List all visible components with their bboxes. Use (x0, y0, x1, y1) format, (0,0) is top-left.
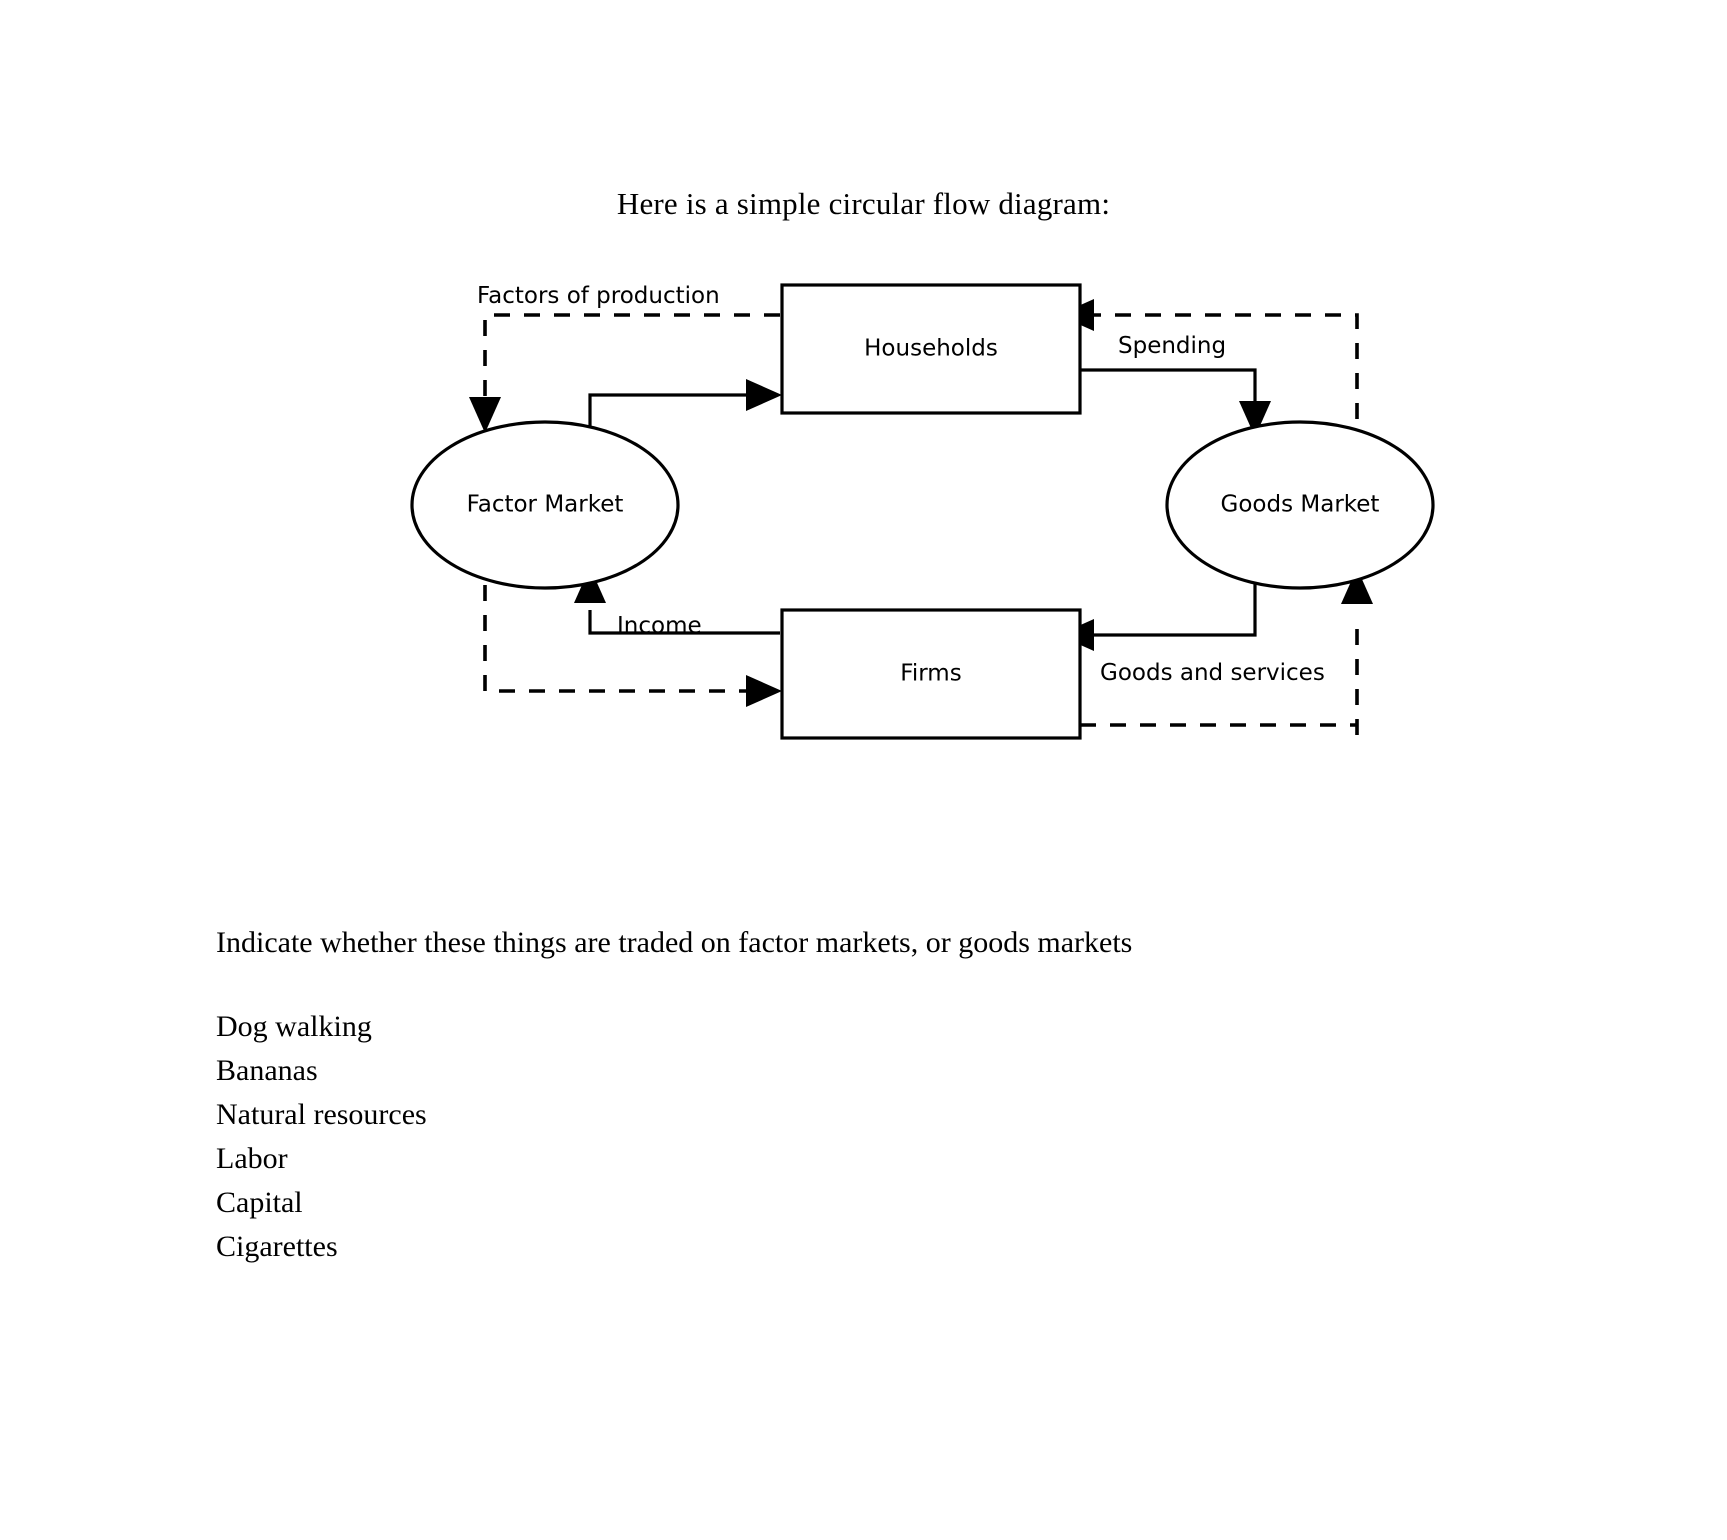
list-item: Natural resources (216, 1098, 427, 1131)
node-firms (780, 608, 1082, 740)
question-item-list: Dog walking Bananas Natural resources La… (216, 1005, 1016, 1269)
page-title: Here is a simple circular flow diagram: (616, 186, 1111, 221)
node-firms-label: Firms (900, 661, 961, 687)
node-goods-market-label: Goods Market (1221, 492, 1380, 518)
node-goods-market (1165, 420, 1435, 590)
list-item: Bananas (216, 1054, 318, 1087)
circular-flow-svg: Households Firms Factor Market Goods Mar… (410, 283, 1435, 740)
edge-label-income: Income (617, 613, 702, 639)
edge-goods-market-to-firms (1058, 575, 1257, 651)
edge-label-spending: Spending (1118, 333, 1226, 359)
edge-label-goods-and-services: Goods and services (1100, 660, 1325, 686)
edge-factors-of-production (469, 313, 780, 433)
question-prompt-block: Indicate whether these things are traded… (216, 925, 1516, 961)
edge-goods-dashed-return (1341, 568, 1373, 735)
edge-households-to-goods-market (1080, 368, 1271, 437)
node-factor-market-label: Factor Market (467, 492, 624, 518)
list-item: Dog walking (216, 1010, 372, 1043)
arrowhead-right-households (746, 379, 782, 411)
question-prompt: Indicate whether these things are traded… (216, 926, 1133, 959)
arrowhead-down-factor-market (469, 397, 501, 433)
arrowhead-down-goods-market (1239, 401, 1271, 437)
node-households-label: Households (864, 336, 998, 362)
arrowhead-up-goods-market (1341, 568, 1373, 604)
arrowhead-up-factor-market (574, 567, 606, 603)
list-item: Labor (216, 1142, 288, 1175)
arrowhead-right-firms-dashed (746, 675, 782, 707)
node-factor-market (410, 420, 680, 590)
circular-flow-diagram: Households Firms Factor Market Goods Mar… (0, 255, 1727, 775)
list-item: Capital (216, 1186, 303, 1219)
node-households (780, 283, 1082, 415)
list-item: Cigarettes (216, 1230, 338, 1263)
edge-factors-of-production-return (483, 585, 782, 707)
edge-label-factors-of-production: Factors of production (477, 283, 720, 309)
edge-firms-to-factor-market (574, 567, 780, 635)
